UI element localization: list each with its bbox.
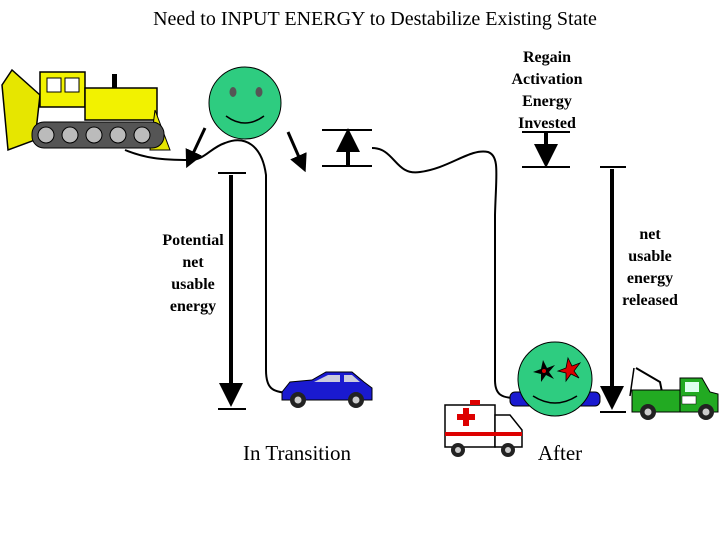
regain-line-1: Regain xyxy=(523,49,571,66)
regain-line-2: Activation xyxy=(511,71,583,88)
potential-energy-label: Potential net usable energy xyxy=(148,230,238,318)
regain-line-4: Invested xyxy=(518,115,576,132)
released-energy-label: net usable energy released xyxy=(610,224,690,312)
released-line-4: released xyxy=(622,292,678,309)
ambulance-icon xyxy=(444,400,523,457)
after-label: After xyxy=(537,441,583,465)
regain-line-3: Energy xyxy=(522,93,572,110)
push-arrow-left xyxy=(185,127,207,169)
potential-line-4: energy xyxy=(169,298,217,315)
bulldozer-icon xyxy=(1,68,171,152)
released-line-1: net xyxy=(639,226,661,243)
released-line-3: energy xyxy=(626,270,674,287)
car-icon xyxy=(281,371,373,408)
potential-line-3: usable xyxy=(171,276,215,293)
potential-line-2: net xyxy=(182,254,204,271)
push-arrow-right xyxy=(286,131,307,173)
in-transition-label: In Transition xyxy=(243,441,351,465)
energy-landscape-curve xyxy=(124,139,517,399)
released-line-2: usable xyxy=(628,248,672,265)
potential-line-1: Potential xyxy=(162,232,224,249)
happy-face-icon xyxy=(208,66,282,140)
dizzy-face-icon xyxy=(509,341,601,417)
regain-energy-label: Regain Activation Energy Invested xyxy=(497,47,597,135)
diagram-title: Need to INPUT ENERGY to Destabilize Exis… xyxy=(153,8,597,30)
tow-truck-icon xyxy=(629,367,719,420)
